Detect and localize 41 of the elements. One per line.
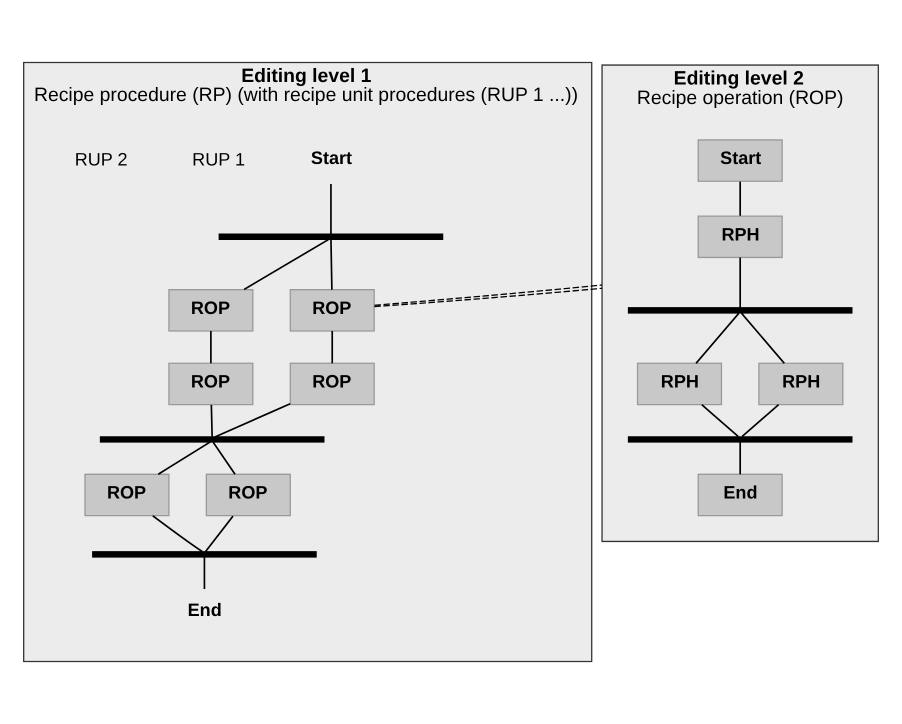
label: RUP 2 xyxy=(74,149,128,170)
connector xyxy=(210,331,212,364)
node-box: ROP xyxy=(168,289,254,332)
connector xyxy=(701,404,739,437)
label: RUP 1 xyxy=(192,149,246,170)
connector xyxy=(214,402,291,438)
node-box: ROP xyxy=(290,289,375,332)
node-box: RPH xyxy=(636,362,722,406)
connector xyxy=(739,442,742,474)
connector xyxy=(204,557,206,590)
connector xyxy=(212,442,236,475)
connector xyxy=(204,516,234,552)
node-box: RPH xyxy=(698,215,783,258)
connector xyxy=(331,331,334,364)
connector xyxy=(739,182,742,216)
connector xyxy=(330,184,332,234)
node-bar xyxy=(100,436,324,443)
node-bar xyxy=(628,436,852,443)
node-bar xyxy=(628,307,852,314)
connector xyxy=(741,312,785,364)
connector xyxy=(742,404,780,437)
connector xyxy=(244,238,329,290)
connector xyxy=(152,515,203,552)
connector xyxy=(374,288,602,308)
connector xyxy=(330,240,333,290)
connector xyxy=(695,312,740,364)
node-bar xyxy=(218,234,444,240)
connector xyxy=(374,284,602,306)
node-text: Start xyxy=(310,148,352,168)
node-box: End xyxy=(698,474,783,516)
node-box: Start xyxy=(698,139,783,182)
connector xyxy=(210,404,213,436)
connector xyxy=(739,257,742,308)
node-bar xyxy=(92,551,317,558)
node-box: ROP xyxy=(290,362,375,406)
node-text: End xyxy=(188,600,222,620)
node-box: ROP xyxy=(168,362,254,406)
node-box: ROP xyxy=(206,474,291,516)
connector xyxy=(158,441,210,475)
node-box: ROP xyxy=(84,474,170,516)
node-box: RPH xyxy=(758,362,844,406)
